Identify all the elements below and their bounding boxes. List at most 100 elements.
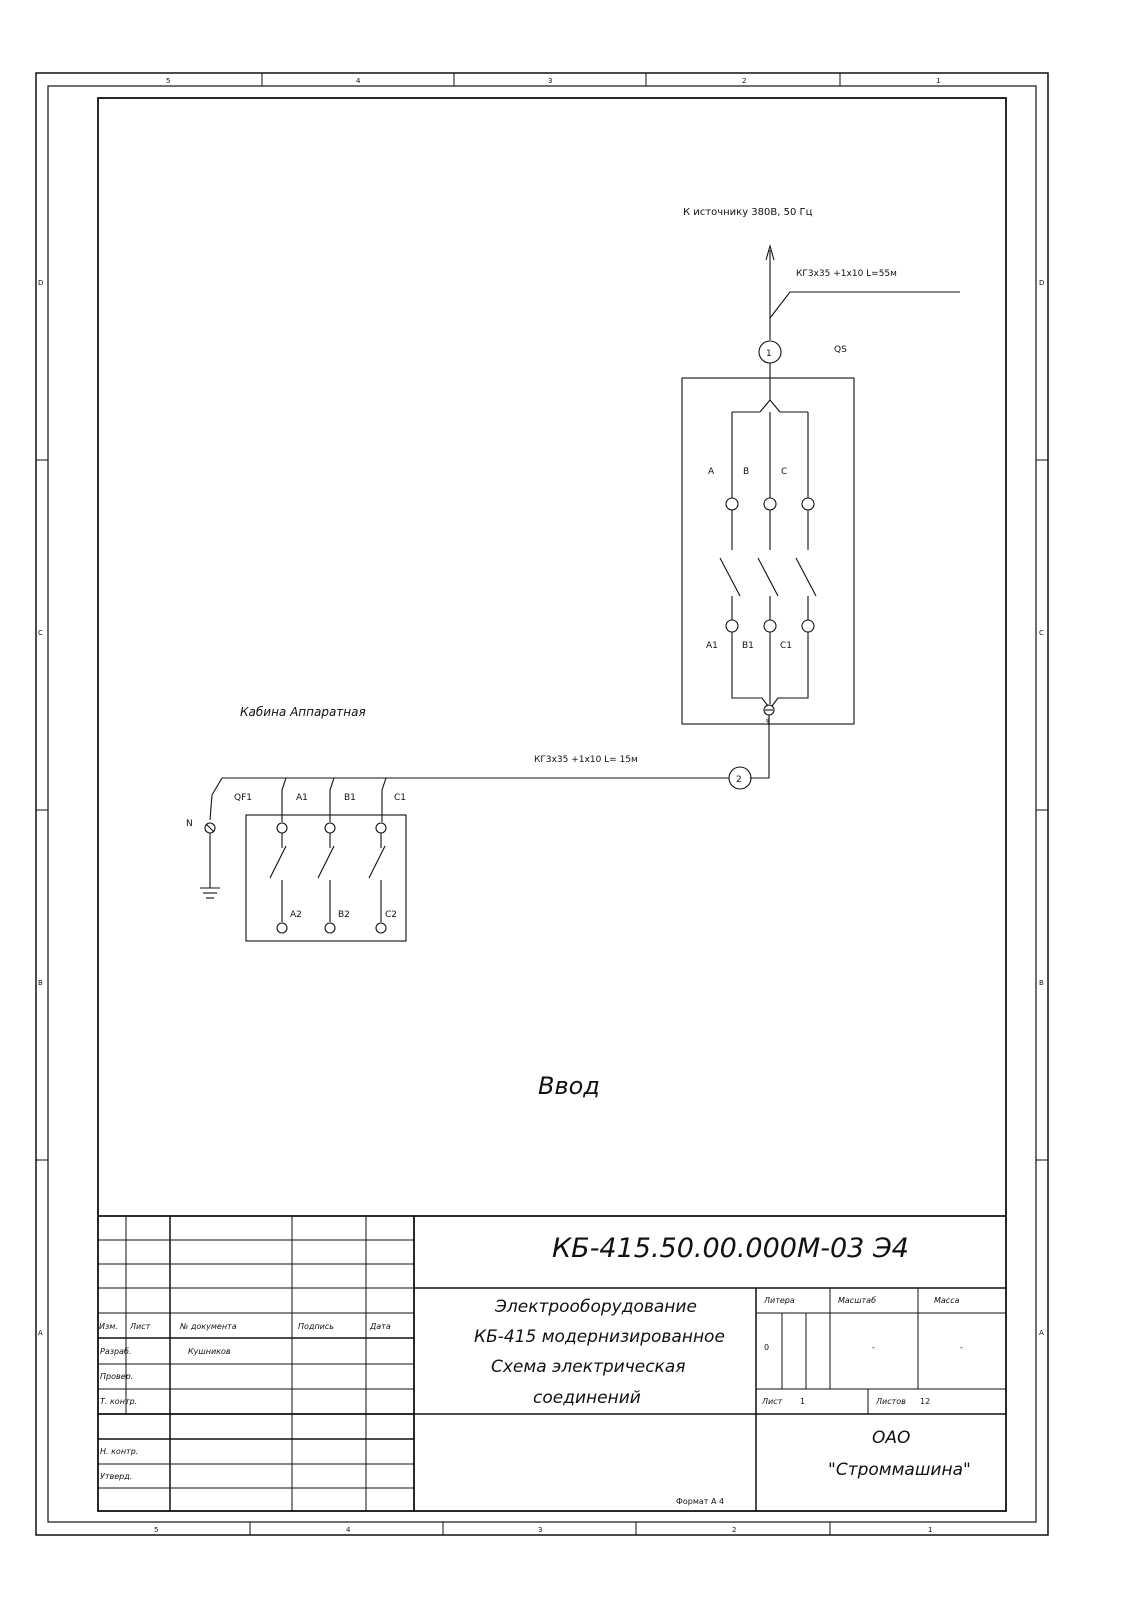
- org-line-2: "Строммашина": [828, 1460, 971, 1480]
- sheet-title: Ввод: [538, 1072, 600, 1100]
- outer-frame: [35, 72, 1049, 1536]
- qf1-blade-b: [317, 845, 335, 879]
- node-2-label: 2: [736, 775, 742, 785]
- col-header-date: Дата: [369, 1322, 391, 1331]
- zone-row-a: A: [38, 1329, 43, 1337]
- description-line-1: Электрооборудование: [494, 1297, 697, 1317]
- cable-1-label: КГ3х35 +1х10 L=55м: [796, 269, 897, 279]
- title-block: [98, 1215, 1006, 1511]
- description-line-3: Схема электрическая: [491, 1357, 685, 1377]
- zone-col-1: 1: [936, 77, 940, 85]
- role-approved: Утверд.: [100, 1472, 132, 1481]
- qs-contact-a: [725, 497, 739, 511]
- qs-contact-a1: [725, 619, 739, 633]
- arrow-up-icon: [765, 243, 775, 261]
- zone-frame: [47, 85, 1037, 1523]
- zone-col-2: 2: [742, 77, 746, 85]
- qs-contact-c1: [801, 619, 815, 633]
- qs-enclosure: [681, 377, 855, 725]
- neutral-label: N: [186, 819, 193, 829]
- schematic: [200, 243, 960, 942]
- zone-col-4-bottom: 4: [346, 1526, 351, 1534]
- col-header-sheet: Лист: [129, 1322, 151, 1331]
- document-designation: КБ-415.50.00.000М-03 Э4: [552, 1233, 909, 1264]
- zone-row-c: C: [38, 629, 43, 637]
- mass-value: -: [960, 1343, 963, 1352]
- qs-contact-b1: [763, 619, 777, 633]
- developer-name: Кушников: [188, 1347, 231, 1356]
- zone-col-5: 5: [166, 77, 170, 85]
- zone-ticks: [36, 73, 1048, 1535]
- zone-col-2-bottom: 2: [732, 1526, 736, 1534]
- zone-row-a-right: A: [1039, 1329, 1044, 1337]
- zone-col-4: 4: [356, 77, 361, 85]
- col-header-change: Изм.: [99, 1322, 118, 1331]
- role-checked: Провер.: [100, 1372, 133, 1381]
- qs-phase-a1: A1: [706, 641, 718, 651]
- qs-blade-b: [757, 557, 779, 597]
- zone-col-5-bottom: 5: [154, 1526, 158, 1534]
- zone-col-3: 3: [548, 77, 552, 85]
- qs-blade-c: [795, 557, 817, 597]
- qf1-contact-b1: [324, 822, 336, 834]
- scale-value: -: [872, 1343, 875, 1352]
- zone-row-c-right: C: [1039, 629, 1044, 637]
- zone-row-b: B: [38, 979, 43, 987]
- qf1-contact-a2: [276, 922, 288, 934]
- qf1-contact-b2: [324, 922, 336, 934]
- qs-label: QS: [834, 345, 847, 355]
- qf1-phase-a2: A2: [290, 910, 302, 920]
- qs-phase-c: C: [781, 467, 787, 477]
- sheet-label: Лист: [761, 1397, 783, 1406]
- litera-value: 0: [764, 1343, 769, 1352]
- col-header-signature: Подпись: [298, 1322, 334, 1331]
- qs-contact-b: [763, 497, 777, 511]
- sheet-value: 1: [800, 1397, 805, 1406]
- source-label: К источнику 380В, 50 Гц: [683, 207, 813, 218]
- zone-row-d: D: [38, 279, 43, 287]
- qf1-phase-b1: B1: [344, 793, 356, 803]
- drawing-border: [97, 97, 1007, 1512]
- cabin-label: Кабина Аппаратная: [240, 705, 366, 719]
- qf1-phase-a1: A1: [296, 793, 308, 803]
- qf1-blade-a: [269, 845, 287, 879]
- mass-label: Масса: [934, 1296, 960, 1305]
- role-developed: Разраб.: [100, 1347, 131, 1356]
- col-header-doc-no: № документа: [179, 1322, 237, 1331]
- role-norm-control: Н. контр.: [100, 1447, 138, 1456]
- qf1-enclosure: [245, 814, 407, 942]
- qf1-phase-c2: C2: [385, 910, 397, 920]
- zone-col-3-bottom: 3: [538, 1526, 542, 1534]
- qf1-blade-c: [368, 845, 386, 879]
- cable-1-leader: [769, 291, 960, 319]
- qf1-contact-c1: [375, 822, 387, 834]
- qs-contact-c: [801, 497, 815, 511]
- sheets-label: Листов: [875, 1397, 906, 1406]
- format-label: Формат А 4: [676, 1497, 724, 1506]
- cable-2-label: КГ3х35 +1х10 L= 15м: [534, 755, 638, 765]
- zone-labels: 5 4 3 2 1 5 4 3 2 1 D C B A D C B A: [38, 77, 1044, 1534]
- qs-blade-a: [719, 557, 741, 597]
- zone-col-1-bottom: 1: [928, 1526, 932, 1534]
- ground-mark: φ: [766, 717, 770, 724]
- zone-row-b-right: B: [1039, 979, 1044, 987]
- qs-phase-c1: C1: [780, 641, 792, 651]
- org-line-1: ОАО: [872, 1428, 910, 1448]
- qs-phase-a: A: [708, 467, 715, 477]
- zone-row-d-right: D: [1039, 279, 1044, 287]
- qf1-contact-c2: [375, 922, 387, 934]
- qf1-contact-a1: [276, 822, 288, 834]
- qs-phase-b1: B1: [742, 641, 754, 651]
- litera-label: Литера: [763, 1296, 795, 1305]
- node-1-label: 1: [766, 349, 772, 359]
- role-tech-control: Т. контр.: [100, 1397, 137, 1406]
- description-line-2: КБ-415 модернизированное: [474, 1327, 725, 1347]
- sheets-value: 12: [920, 1397, 930, 1406]
- qf1-label: QF1: [234, 793, 252, 803]
- scale-label: Масштаб: [838, 1296, 876, 1305]
- ground-icon: [200, 887, 220, 899]
- qf1-phase-c1: C1: [394, 793, 406, 803]
- qs-phase-b: B: [743, 467, 749, 477]
- qf1-phase-b2: B2: [338, 910, 350, 920]
